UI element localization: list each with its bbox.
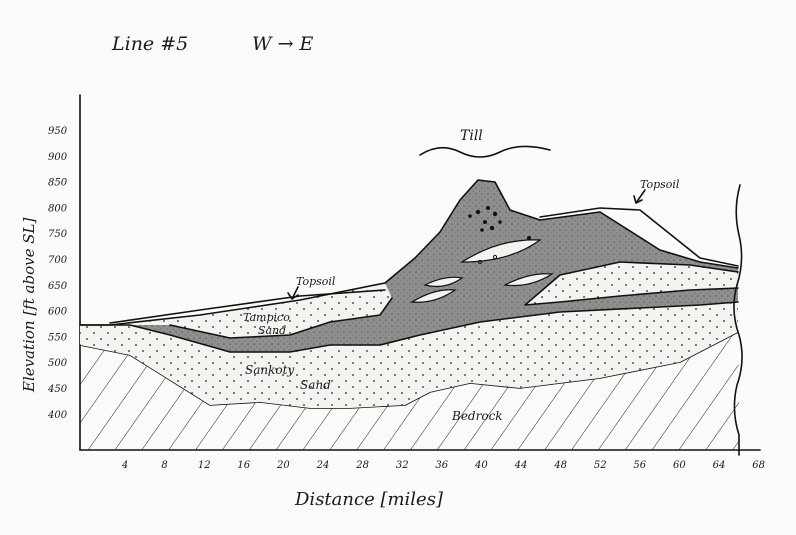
topsoil-east-label: Topsoil [640, 178, 680, 191]
y-tick-label: 450 [47, 384, 68, 395]
tampico-label-2: Sand [258, 324, 286, 337]
bedrock-label: Bedrock [451, 409, 503, 423]
y-tick-label: 700 [48, 255, 68, 266]
x-tick-label: 28 [355, 460, 369, 471]
y-tick-label: 550 [48, 332, 68, 343]
y-tick-label: 500 [48, 358, 68, 369]
direction-label: W → E [252, 33, 314, 55]
y-tick-labels: 950 900 850 800 750 700 650 600 550 500 450 400 [47, 126, 68, 421]
topsoil-west-label: Topsoil [296, 275, 336, 288]
x-tick-label: 8 [161, 460, 167, 471]
x-tick-label: 24 [316, 460, 330, 471]
till-marker [420, 146, 550, 157]
till-label: Till [460, 128, 483, 144]
x-tick-label: 12 [198, 460, 211, 471]
x-tick-label: 64 [713, 460, 726, 471]
y-tick-label: 400 [47, 410, 68, 421]
y-tick-label: 900 [48, 152, 68, 163]
y-tick-label: 950 [48, 126, 68, 137]
x-tick-labels: 48121620242832364044485256606468 [121, 460, 765, 471]
x-tick-label: 44 [514, 460, 528, 471]
x-tick-label: 56 [633, 460, 646, 471]
y-tick-label: 600 [48, 307, 68, 318]
x-tick-label: 40 [474, 460, 488, 471]
tampico-label-1: Tampico [243, 311, 290, 324]
y-tick-label: 800 [48, 203, 68, 214]
y-tick-label: 850 [48, 178, 68, 189]
y-tick-label: 650 [48, 281, 68, 292]
y-tick-label: 750 [48, 229, 68, 240]
x-tick-label: 60 [673, 460, 686, 471]
x-tick-label: 4 [121, 460, 128, 471]
line-label: Line #5 [111, 33, 188, 55]
x-tick-label: 36 [435, 460, 448, 471]
x-tick-label: 52 [594, 460, 607, 471]
y-axis-title: Elevation [ft above SL] [20, 218, 38, 393]
x-tick-label: 68 [752, 460, 765, 471]
x-tick-label: 48 [553, 460, 567, 471]
x-tick-label: 16 [237, 460, 250, 471]
x-tick-label: 20 [276, 460, 290, 471]
x-tick-label: 32 [396, 460, 409, 471]
topsoil-east-arrow [634, 190, 645, 203]
x-axis-title: Distance [miles] [294, 489, 444, 510]
sankoty-label-2: Sand [300, 378, 331, 392]
sankoty-label-1: Sankoty [245, 363, 294, 377]
